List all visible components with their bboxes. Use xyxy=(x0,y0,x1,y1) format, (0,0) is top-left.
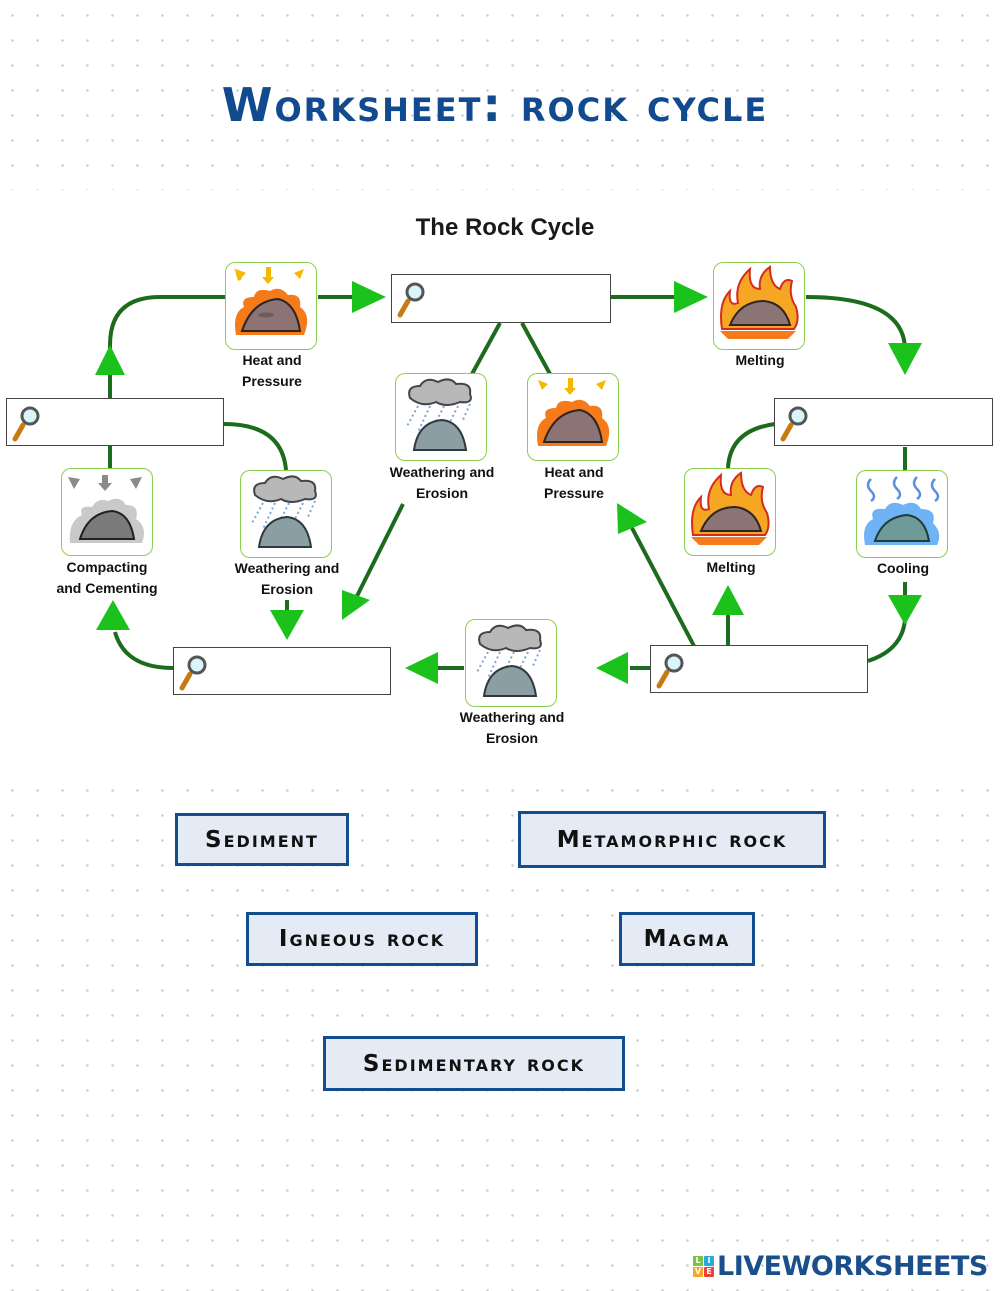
weathering-icon xyxy=(475,624,542,697)
diagram-title: The Rock Cycle xyxy=(415,214,595,241)
process-label: Melting xyxy=(706,559,756,575)
word-chip-sedimentary-rock[interactable]: Sedimentary rock xyxy=(323,1036,625,1091)
arrowhead xyxy=(96,600,130,630)
connector-line xyxy=(726,422,776,469)
heat-pressure-icon xyxy=(234,267,308,335)
weathering-icon xyxy=(250,475,317,548)
connector-line xyxy=(867,619,907,663)
connector-line xyxy=(353,503,405,601)
magnifier-icon[interactable] xyxy=(396,279,430,324)
liveworksheets-logo[interactable]: L I V E LIVEWORKSHEETS xyxy=(693,1251,988,1282)
word-chip-magma[interactable]: Magma xyxy=(619,912,755,966)
process-weathering-erosion xyxy=(465,619,557,707)
word-chip-sediment[interactable]: Sediment xyxy=(175,813,349,866)
cooling-icon xyxy=(864,476,940,545)
worksheet-title: Worksheet: rock cycle xyxy=(221,78,769,132)
connector-line xyxy=(470,322,502,375)
process-heat-pressure xyxy=(225,262,317,350)
arrowhead xyxy=(342,590,370,620)
logo-mark-icon: L I V E xyxy=(693,1256,714,1277)
arrowhead xyxy=(270,610,304,640)
magnifier-icon[interactable] xyxy=(779,403,813,448)
arrowhead xyxy=(888,343,922,375)
arrowhead xyxy=(405,652,438,684)
connector-line xyxy=(630,527,696,647)
answer-box-left[interactable] xyxy=(6,398,224,446)
arrowhead xyxy=(712,585,744,615)
weathering-icon xyxy=(405,378,472,451)
process-compacting-cementing xyxy=(61,468,153,556)
arrowhead xyxy=(617,503,647,534)
answer-box-bottom-left[interactable] xyxy=(173,647,391,695)
answer-box-bottom-right[interactable] xyxy=(650,645,868,693)
process-heat-pressure xyxy=(527,373,619,461)
connector-line xyxy=(223,422,288,471)
process-label: Cooling xyxy=(876,560,930,576)
connector-line xyxy=(108,295,226,398)
logo-letter: L xyxy=(693,1256,703,1266)
connector-line xyxy=(805,295,907,351)
word-chip-metamorphic-rock[interactable]: Metamorphic rock xyxy=(518,811,826,868)
melting-icon xyxy=(720,265,799,339)
arrowhead xyxy=(596,652,628,684)
process-weathering-erosion xyxy=(395,373,487,461)
logo-letter: E xyxy=(704,1267,714,1277)
arrowhead xyxy=(674,281,708,313)
compacting-icon xyxy=(68,475,144,543)
process-cooling xyxy=(856,470,948,558)
logo-letter: V xyxy=(693,1267,703,1277)
magnifier-icon[interactable] xyxy=(11,403,45,448)
arrowhead xyxy=(352,281,386,313)
process-weathering-erosion xyxy=(240,470,332,558)
answer-box-right[interactable] xyxy=(774,398,993,446)
magnifier-icon[interactable] xyxy=(655,650,689,695)
logo-letter: I xyxy=(704,1256,714,1266)
melting-icon xyxy=(691,471,770,545)
arrowhead xyxy=(888,595,922,625)
process-label: Melting xyxy=(735,352,785,368)
connector-line xyxy=(113,631,174,670)
magnifier-icon[interactable] xyxy=(178,652,212,697)
brand-name: LIVEWORKSHEETS xyxy=(717,1251,988,1282)
word-chip-igneous-rock[interactable]: Igneous rock xyxy=(246,912,478,966)
answer-box-top-center[interactable] xyxy=(391,274,611,323)
process-melting xyxy=(713,262,805,350)
connector-line xyxy=(520,322,552,375)
process-melting xyxy=(684,468,776,556)
heat-pressure-icon xyxy=(537,378,610,446)
arrowhead xyxy=(95,345,125,375)
